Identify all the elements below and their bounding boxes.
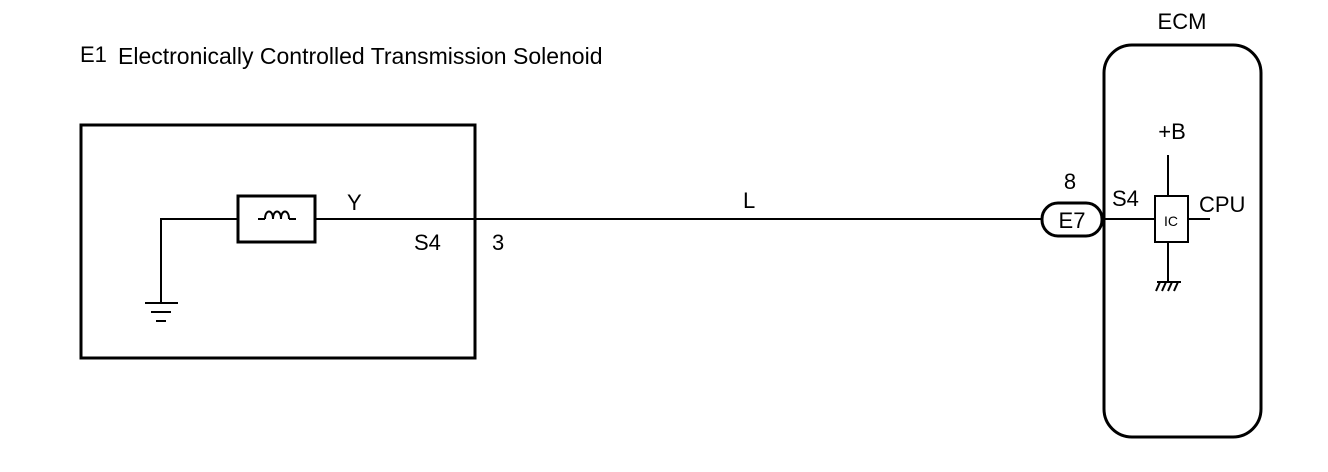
- coil-ground-wire: [160, 218, 238, 302]
- ecm-power-label: +B: [1158, 119, 1186, 144]
- ecm-pin-number: 8: [1064, 169, 1076, 194]
- harness-wire-color: L: [743, 188, 755, 213]
- chassis-ground-icon: [1155, 281, 1181, 292]
- ecm-connector-label: E7: [1059, 208, 1086, 233]
- component-name: Electronically Controlled Transmission S…: [118, 43, 603, 69]
- solenoid-component-box: [79, 123, 477, 360]
- ecm-terminal-name: S4: [1112, 186, 1139, 211]
- solenoid-pin-number: 3: [492, 230, 504, 255]
- ecm-box: [1102, 43, 1263, 439]
- solenoid-coil-icon: [258, 210, 296, 220]
- solenoid-coil-box: [236, 194, 317, 244]
- ecm-ic-label: IC: [1164, 213, 1178, 229]
- ecm-title: ECM: [1158, 9, 1207, 34]
- ground-icon: [145, 302, 178, 322]
- solenoid-terminal-name: S4: [414, 230, 441, 255]
- solenoid-wire-color: Y: [347, 190, 362, 215]
- ecm-cpu-label: CPU: [1199, 192, 1245, 217]
- ecm-ic-block: [1154, 195, 1189, 243]
- component-code: E1: [80, 42, 107, 67]
- ecm-connector: [1040, 201, 1104, 238]
